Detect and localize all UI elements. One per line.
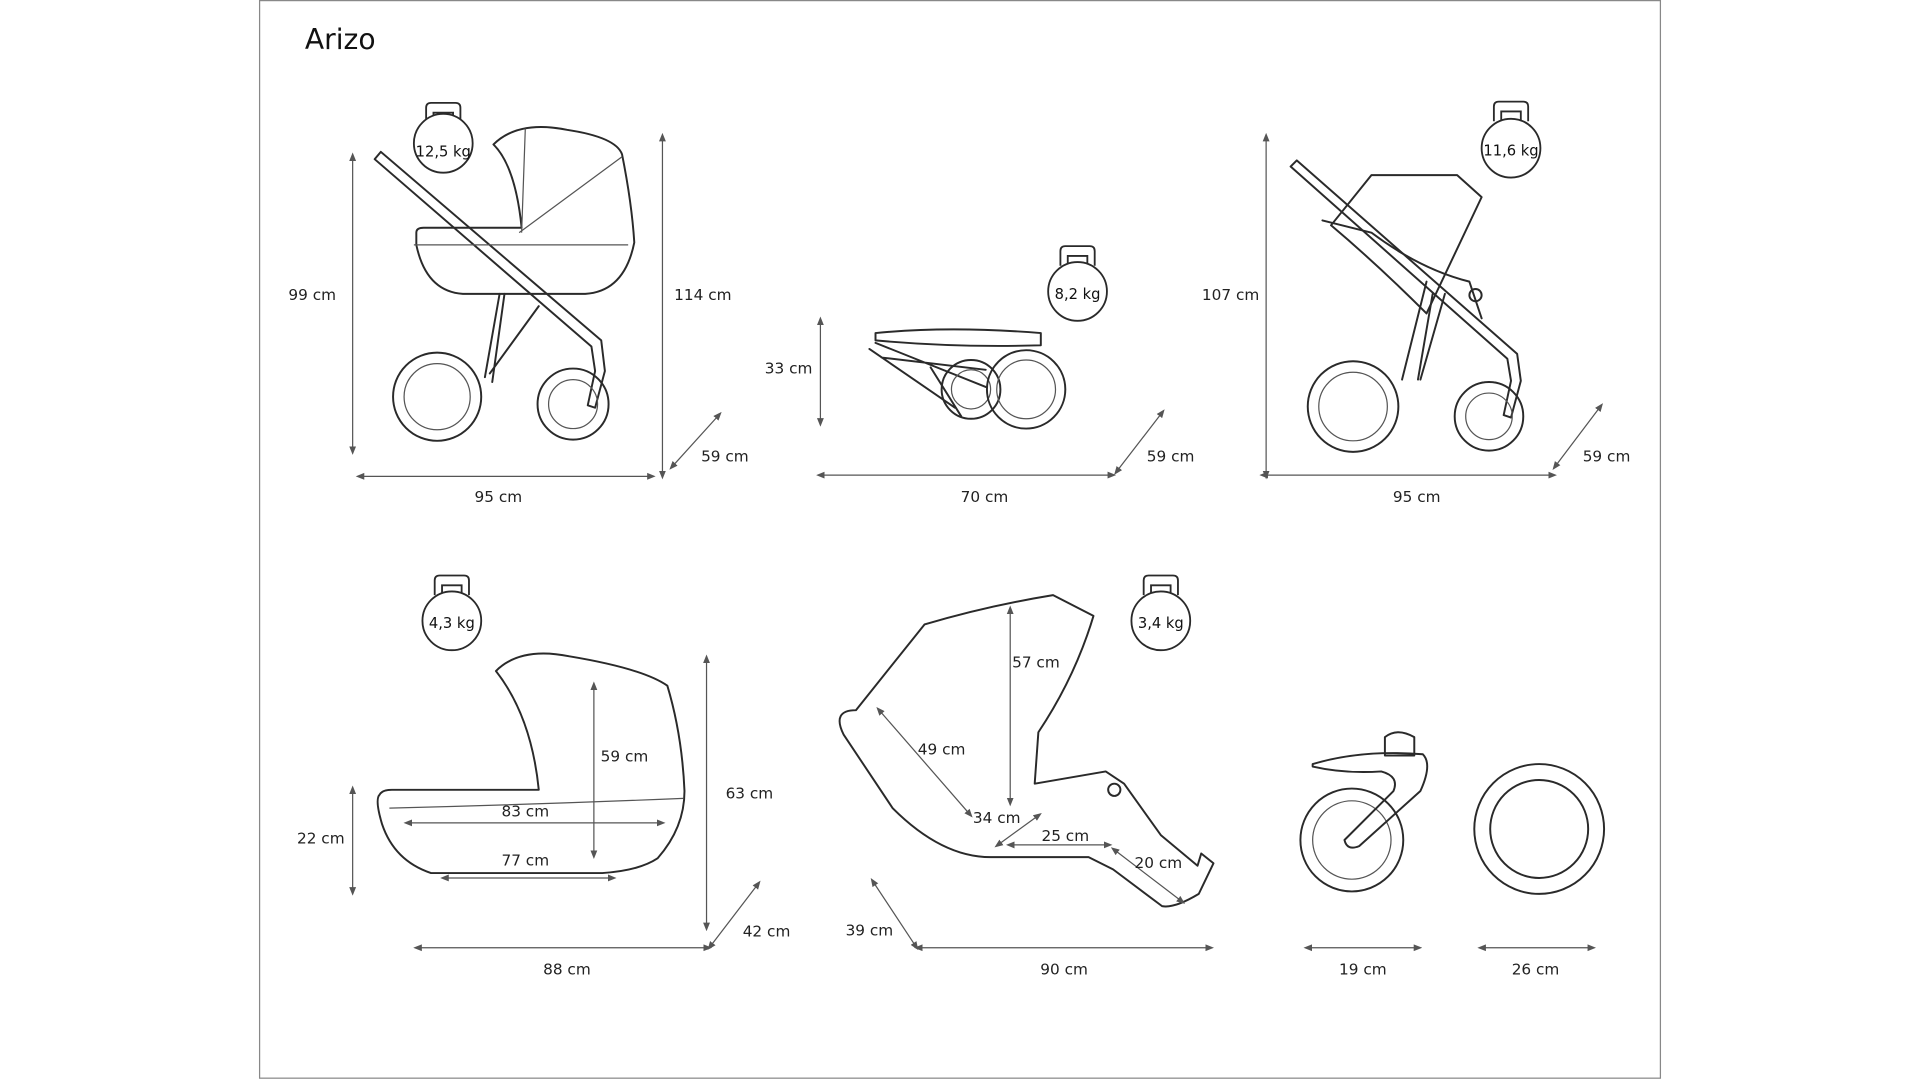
label: 22 cm (297, 830, 345, 848)
front-wheel-drawing (1299, 731, 1429, 893)
pram-drawing (373, 126, 636, 442)
label: 59 cm (601, 748, 649, 766)
label: 59 cm (701, 448, 749, 466)
svg-text:11,6 kg: 11,6 kg (1483, 143, 1538, 160)
svg-text:8,2 kg: 8,2 kg (1055, 286, 1101, 303)
label: 49 cm (918, 740, 966, 758)
svg-text:3,4 kg: 3,4 kg (1138, 615, 1184, 632)
weight-icon: 3,4 kg (1130, 574, 1192, 652)
label: 114 cm (674, 286, 731, 304)
label: 99 cm (288, 286, 336, 304)
seat-unit-drawing (838, 594, 1215, 908)
weight-icon: 4,3 kg (421, 574, 483, 652)
folded-stroller-drawing (868, 328, 1067, 430)
label: 83 cm (501, 803, 549, 821)
stroller-drawing (1289, 159, 1525, 453)
rear-wheel-drawing (1473, 763, 1606, 895)
label: 59 cm (1147, 448, 1195, 466)
label: 90 cm (1040, 961, 1088, 979)
svg-text:4,3 kg: 4,3 kg (429, 615, 475, 632)
weight-icon: 8,2 kg (1047, 245, 1108, 322)
label: 42 cm (743, 923, 791, 941)
label: 20 cm (1135, 854, 1183, 872)
label: 95 cm (1393, 488, 1441, 506)
label: 25 cm (1041, 827, 1089, 845)
label: 63 cm (726, 784, 774, 802)
label: 59 cm (1583, 448, 1631, 466)
label: 26 cm (1512, 961, 1560, 979)
label: 77 cm (501, 852, 549, 870)
label: 39 cm (846, 922, 894, 940)
label: 70 cm (961, 488, 1009, 506)
dimension-labels: 99 cm 114 cm 59 cm 95 cm 33 cm 59 cm 70 … (288, 286, 1630, 979)
carrycot-drawing (376, 652, 686, 875)
weight-icon: 12,5 kg (412, 101, 474, 174)
label: 57 cm (1012, 653, 1060, 671)
label: 34 cm (973, 809, 1021, 827)
label: 95 cm (475, 488, 523, 506)
svg-text:12,5 kg: 12,5 kg (416, 144, 471, 161)
label: 33 cm (765, 359, 813, 377)
label: 107 cm (1202, 286, 1259, 304)
frame (258, 0, 1662, 1079)
product-title: Arizo (305, 23, 376, 56)
weight-icon: 11,6 kg (1480, 100, 1542, 179)
label: 88 cm (543, 961, 591, 979)
dimension-arrows (349, 132, 1603, 952)
label: 19 cm (1339, 961, 1387, 979)
